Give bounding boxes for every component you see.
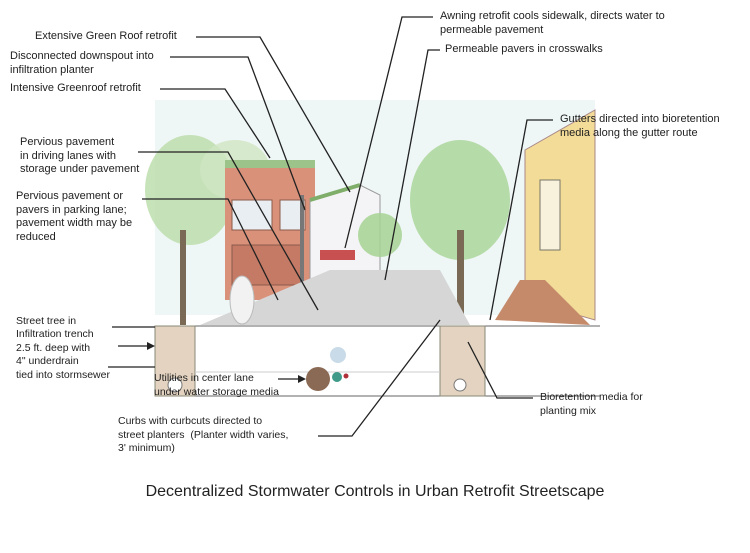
- label-intensive-greenroof: Intensive Greenroof retrofit: [10, 82, 141, 94]
- white-building: [309, 183, 381, 286]
- yellow-building: [495, 109, 596, 325]
- label-street-tree: Street tree in Infiltration trench 2.5 f…: [16, 315, 110, 381]
- right-tree: [410, 140, 510, 325]
- label-bioretention: Bioretention media for planting mix: [540, 391, 643, 417]
- label-utilities: Utilities in center lane under water sto…: [154, 372, 279, 398]
- utility-pipe-large: [306, 367, 330, 391]
- label-extensive-green-roof: Extensive Green Roof retrofit: [35, 30, 177, 42]
- label-permeable-pavers: Permeable pavers in crosswalks: [445, 43, 603, 55]
- road-surface: [200, 270, 470, 325]
- water-storage-icon: [330, 347, 346, 363]
- street-section: [154, 325, 600, 397]
- label-gutters: Gutters directed into bioretention media…: [560, 113, 720, 139]
- label-awning: Awning retrofit cools sidewalk, directs …: [440, 10, 665, 36]
- label-pervious-parking: Pervious pavement or pavers in parking l…: [16, 190, 133, 243]
- label-pervious-driving: Pervious pavement in driving lanes with …: [20, 136, 140, 175]
- label-downspout: Disconnected downspout into infiltration…: [10, 50, 154, 76]
- pedestrian: [229, 275, 255, 325]
- utility-pipe-medium: [332, 372, 342, 382]
- diagram-title: Decentralized Stormwater Controls in Urb…: [145, 483, 605, 500]
- utility-pipe-small: [343, 373, 349, 379]
- arrowheads: [147, 342, 306, 383]
- leader-lines: [108, 16, 553, 437]
- label-curbs: Curbs with curbcuts directed to street p…: [118, 415, 289, 454]
- background-tree: [358, 213, 402, 257]
